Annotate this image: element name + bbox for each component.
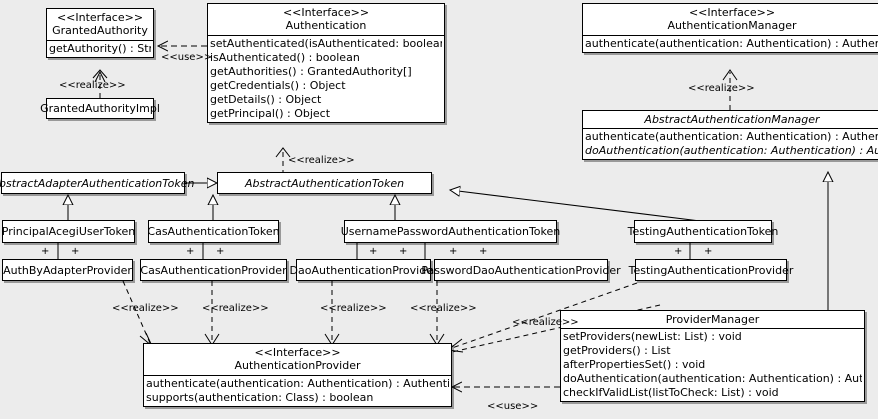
edge-label-realize-granted-authority-impl: <<realize>> <box>59 80 126 91</box>
class-dao-authentication-provider[interactable]: DaoAuthenticationProvider <box>290 259 438 281</box>
class-name: Authentication <box>285 19 367 32</box>
class-name: AuthByAdapterProvider <box>3 263 132 277</box>
operation: setProviders(newList: List) : void <box>563 330 742 343</box>
class-name: CasAuthenticationToken <box>147 225 280 238</box>
edge-label-realize-abstract-authentication-token: <<realize>> <box>288 155 355 166</box>
class-header: ProviderManager <box>561 311 864 328</box>
operation: isAuthenticated() : boolean <box>210 51 360 64</box>
association-marker-plus: + <box>216 246 225 257</box>
operation: authenticate(authentication: Authenticat… <box>585 130 878 143</box>
class-header: AbstractAuthenticationManager <box>583 111 878 128</box>
operation: doAuthentication(authentication: Authent… <box>585 144 878 157</box>
stereotype-label: <<Interface>> <box>688 6 776 19</box>
association-marker-plus: + <box>449 246 458 257</box>
edge-label-realize-cas: <<realize>> <box>202 303 269 314</box>
class-abstract-adapter-authentication-token[interactable]: AbstractAdapterAuthenticationToken <box>0 172 194 194</box>
operation: authenticate(authentication: Authenticat… <box>146 377 449 390</box>
edge-label-use-provider-manager: <<use>> <box>487 401 539 412</box>
class-name: AuthenticationProvider <box>234 359 361 372</box>
edge-label-realize-dao: <<realize>> <box>320 303 387 314</box>
edge-label-realize-auth-by-adapter: <<realize>> <box>112 303 179 314</box>
class-name: AuthenticationManager <box>667 19 797 32</box>
class-testing-authentication-token[interactable]: TestingAuthenticationToken <box>628 220 778 243</box>
operations-compartment: authenticate(authentication: Authenticat… <box>583 128 878 159</box>
class-name: ProviderManager <box>665 313 760 326</box>
class-name: TestingAuthenticationToken <box>627 225 779 238</box>
operation: getDetails() : Object <box>210 93 322 106</box>
stereotype-label: <<Interface>> <box>282 6 370 19</box>
class-name: GrantedAuthorityImpl <box>40 102 160 115</box>
class-header: <<Interface>> Authentication <box>208 4 444 35</box>
operations-compartment: setAuthenticated(isAuthenticated: boolea… <box>208 35 444 122</box>
class-granted-authority[interactable]: <<Interface>> GrantedAuthority getAuthor… <box>46 8 154 58</box>
class-name: CasAuthenticationProvider <box>140 263 287 277</box>
edge-label-realize-authentication-manager: <<realize>> <box>688 83 755 94</box>
operations-compartment: setProviders(newList: List) : void getPr… <box>561 328 864 401</box>
class-abstract-authentication-manager[interactable]: AbstractAuthenticationManager authentica… <box>582 110 878 160</box>
class-password-dao-authentication-provider[interactable]: PasswordDaoAuthenticationProvider <box>421 259 621 281</box>
stereotype-label: <<Interface>> <box>56 11 144 24</box>
class-name: AbstractAuthenticationToken <box>244 176 405 190</box>
stereotype-label: <<Interface>> <box>254 346 341 359</box>
class-name: GrantedAuthority <box>52 24 148 37</box>
class-header: <<Interface>> AuthenticationProvider <box>144 344 451 375</box>
class-name: AbstractAuthenticationManager <box>644 113 820 126</box>
association-marker-plus: + <box>41 246 50 257</box>
class-username-password-authentication-token[interactable]: UsernamePasswordAuthenticationToken <box>341 220 560 243</box>
association-marker-plus: + <box>369 246 378 257</box>
class-name: AbstractAdapterAuthenticationToken <box>0 176 195 190</box>
class-header: <<Interface>> AuthenticationManager <box>583 4 878 35</box>
class-abstract-authentication-token[interactable]: AbstractAuthenticationToken <box>217 172 432 194</box>
association-marker-plus: + <box>71 246 80 257</box>
operation: checkIfValidList(listToCheck: List) : vo… <box>563 386 779 399</box>
class-authentication-manager[interactable]: <<Interface>> AuthenticationManager auth… <box>582 3 878 53</box>
edge-label-use-authentication: <<use>> <box>161 52 213 63</box>
edge-label-realize-password-dao: <<realize>> <box>410 303 477 314</box>
association-marker-plus: + <box>704 246 713 257</box>
operations-compartment: getAuthority() : String <box>47 40 153 57</box>
class-testing-authentication-provider[interactable]: TestingAuthenticationProvider <box>629 259 793 281</box>
class-header: <<Interface>> GrantedAuthority <box>47 9 153 40</box>
class-auth-by-adapter-provider[interactable]: AuthByAdapterProvider <box>2 259 133 281</box>
association-marker-plus: + <box>479 246 488 257</box>
operation: getCredentials() : Object <box>210 79 346 92</box>
operation: doAuthentication(authentication: Authent… <box>563 372 862 385</box>
class-name: TestingAuthenticationProvider <box>628 263 794 277</box>
class-provider-manager[interactable]: ProviderManager setProviders(newList: Li… <box>560 310 865 402</box>
association-marker-plus: + <box>186 246 195 257</box>
operation: getPrincipal() : Object <box>210 107 331 120</box>
association-marker-plus: + <box>399 246 408 257</box>
class-cas-authentication-token[interactable]: CasAuthenticationToken <box>147 220 280 243</box>
operations-compartment: authenticate(authentication: Authenticat… <box>583 35 878 52</box>
class-authentication-provider[interactable]: <<Interface>> AuthenticationProvider aut… <box>143 343 452 407</box>
operation: authenticate(authentication: Authenticat… <box>585 37 878 50</box>
operation: getAuthority() : String <box>49 42 151 55</box>
operation: getAuthorities() : GrantedAuthority[] <box>210 65 412 78</box>
operation: supports(authentication: Class) : boolea… <box>146 391 374 404</box>
operation: afterPropertiesSet() : void <box>563 358 706 371</box>
class-name: PasswordDaoAuthenticationProvider <box>421 263 621 277</box>
operation: setAuthenticated(isAuthenticated: boolea… <box>210 37 442 50</box>
edge-label-realize-testing: <<realize>> <box>512 317 579 328</box>
class-principal-acegi-user-token[interactable]: PrincipalAcegiUserToken <box>2 220 135 243</box>
class-granted-authority-impl[interactable]: GrantedAuthorityImpl <box>40 98 160 119</box>
class-name: UsernamePasswordAuthenticationToken <box>340 225 561 238</box>
association-marker-plus: + <box>674 246 683 257</box>
operations-compartment: authenticate(authentication: Authenticat… <box>144 375 451 406</box>
class-name: DaoAuthenticationProvider <box>289 263 438 277</box>
class-authentication[interactable]: <<Interface>> Authentication setAuthenti… <box>207 3 445 123</box>
class-name: PrincipalAcegiUserToken <box>1 225 136 238</box>
class-cas-authentication-provider[interactable]: CasAuthenticationProvider <box>140 259 287 281</box>
operation: getProviders() : List <box>563 344 671 357</box>
